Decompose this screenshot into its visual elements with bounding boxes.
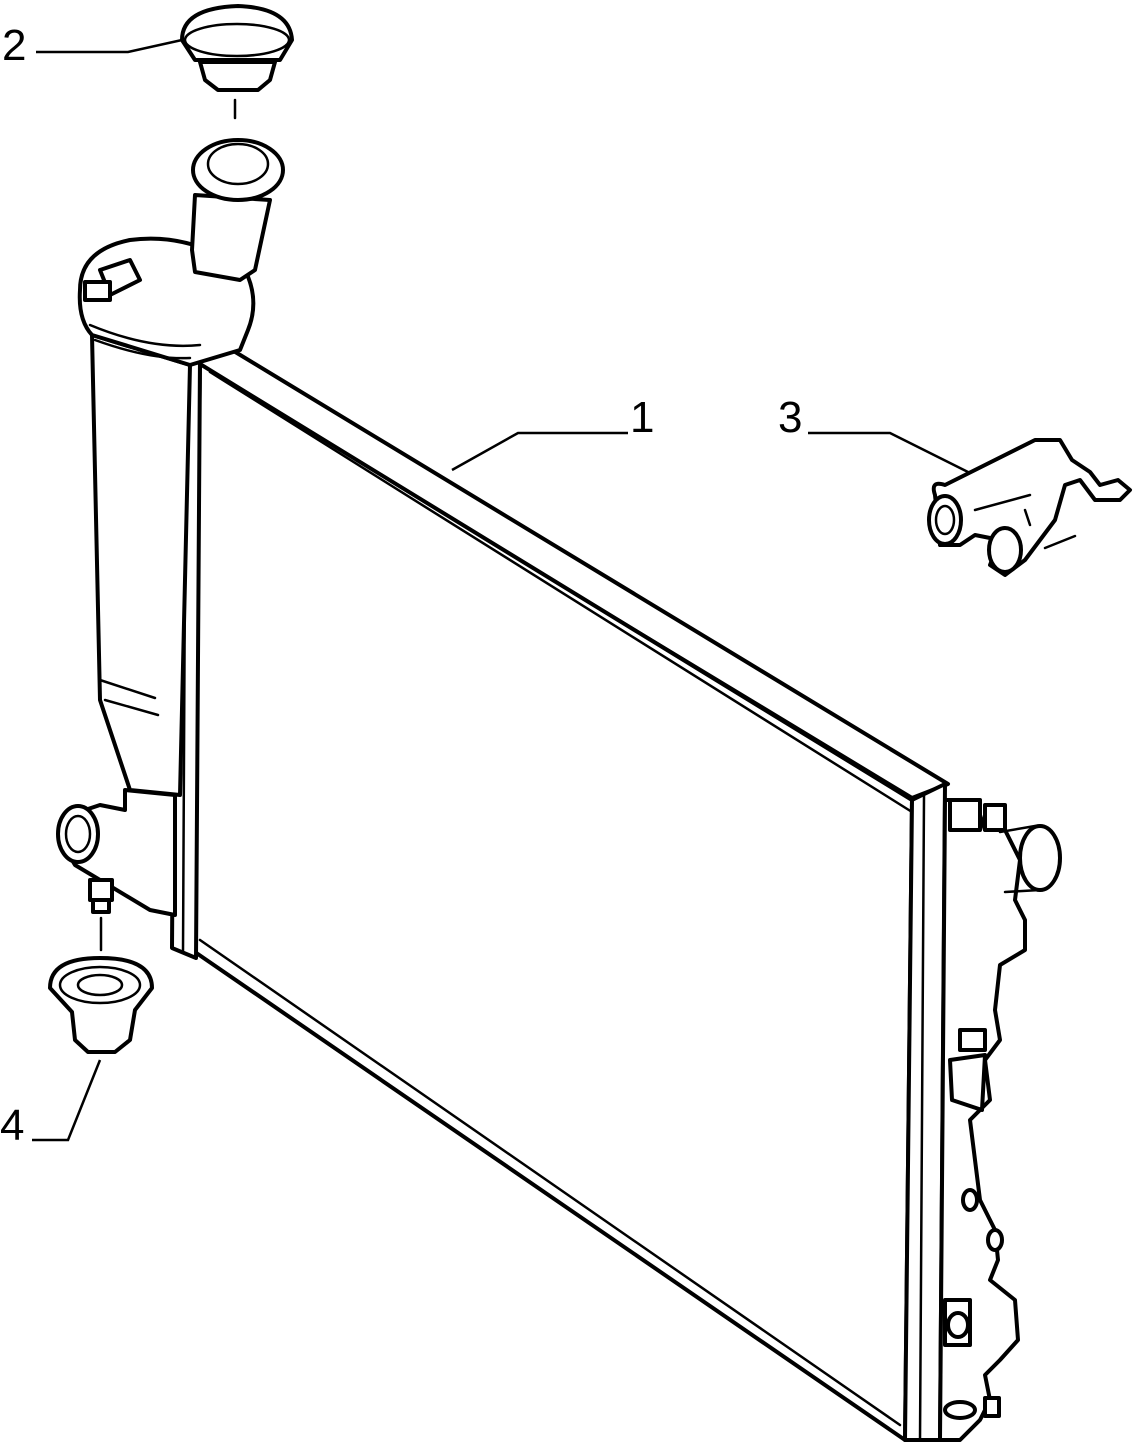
expansion-tank <box>56 138 285 917</box>
radiator-upper-outlet <box>1018 824 1062 892</box>
expansion-tank-cap <box>180 4 294 120</box>
mounting-bracket <box>927 438 1132 577</box>
callout-number-4: 4 <box>0 1101 24 1150</box>
expansion-tank-outlet-mouth <box>56 804 100 864</box>
callout-1: 1 <box>451 393 654 472</box>
radiator <box>170 348 1062 1442</box>
expansion-tank-neck <box>190 193 272 282</box>
radiator-core <box>190 362 914 1442</box>
callout-4: 4 <box>0 1059 102 1150</box>
expansion-tank-body <box>90 333 192 797</box>
callout-number-3: 3 <box>778 393 802 442</box>
radiator-right-outlet-housing <box>938 798 1027 1442</box>
rubber-mount <box>48 916 154 1054</box>
callout-number-1: 1 <box>630 393 654 442</box>
callout-2: 2 <box>2 21 183 70</box>
callout-number-2: 2 <box>2 21 26 70</box>
callout-3: 3 <box>778 393 971 475</box>
expansion-tank-filler <box>191 138 285 202</box>
